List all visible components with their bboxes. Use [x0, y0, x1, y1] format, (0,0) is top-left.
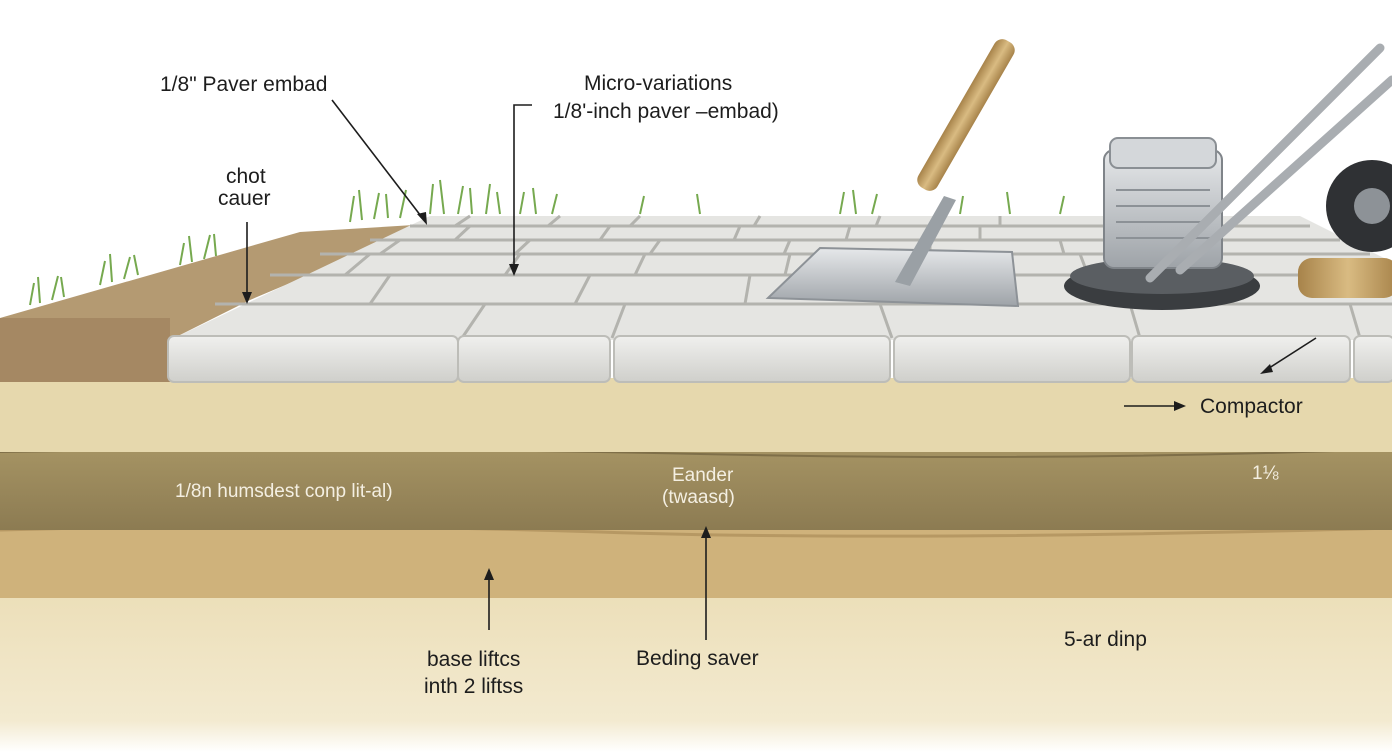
- paver-surface-top: [170, 216, 1392, 340]
- label-paver-embed: 1/8" Paver embad: [160, 73, 328, 96]
- label-micro-variations-title: Micro-variations: [584, 72, 733, 95]
- compacted-base-layer: [0, 450, 1392, 530]
- trowel-blade: [765, 246, 1020, 308]
- arrowhead: [701, 526, 711, 538]
- label-inth-2-lifts: inth 2 liftss: [424, 675, 524, 698]
- compactor-grip: [1298, 258, 1392, 298]
- arrowhead: [1174, 401, 1186, 411]
- paver-block: [1353, 335, 1392, 383]
- label-twaasd: (twaasd): [662, 487, 735, 508]
- label-compactor: Compactor: [1200, 395, 1303, 418]
- paver-block: [1131, 335, 1351, 383]
- paver-block: [457, 335, 611, 383]
- paver-block: [167, 335, 459, 383]
- trowel-illustration: [765, 39, 1020, 308]
- annotation-leaders: [242, 99, 1317, 640]
- leader-micro-variations: [513, 104, 532, 270]
- label-base-lifts: base liftcs: [427, 648, 521, 671]
- paver-block: [613, 335, 891, 383]
- compactor-wheel-hub: [1354, 188, 1390, 224]
- arrowhead: [484, 568, 494, 580]
- compactor-fins: [1116, 189, 1210, 239]
- label-beding-saver: Beding saver: [636, 647, 759, 670]
- arrowhead: [242, 292, 252, 304]
- compactor-handle: [1145, 43, 1392, 283]
- leader-paver-embed: [331, 99, 425, 221]
- label-ar-dinp: 5-ar dinp: [1064, 628, 1147, 651]
- paver-surface: [167, 214, 1392, 383]
- compactor-illustration: [1064, 43, 1392, 310]
- grass-tufts: [29, 179, 1065, 306]
- leader-paver-right: [1265, 337, 1317, 371]
- soil-bank-front: [0, 318, 170, 382]
- label-micro-variations-detail: 1/8'-inch paver –embad): [553, 100, 779, 123]
- bedding-sand-layer: [0, 378, 1392, 452]
- trowel-handle: [917, 39, 1015, 191]
- label-chot: chot: [226, 165, 266, 188]
- arrowhead: [509, 264, 519, 276]
- subgrade-layer: [0, 528, 1392, 598]
- label-cauer: cauer: [218, 187, 271, 210]
- label-eander: Eander: [672, 465, 734, 486]
- paver-front-faces: [167, 335, 1392, 383]
- soil-layers: [0, 378, 1392, 752]
- compactor-engine-top: [1109, 137, 1217, 169]
- label-fraction-right: 1⅛: [1252, 463, 1279, 484]
- trowel-shank: [895, 196, 956, 286]
- lower-sand-layer: [0, 596, 1392, 752]
- arrowhead: [1260, 364, 1273, 374]
- paver-block: [893, 335, 1131, 383]
- arrowhead: [417, 212, 427, 225]
- label-humsdest-layer: 1/8n humsdest conp lit-al): [175, 481, 393, 502]
